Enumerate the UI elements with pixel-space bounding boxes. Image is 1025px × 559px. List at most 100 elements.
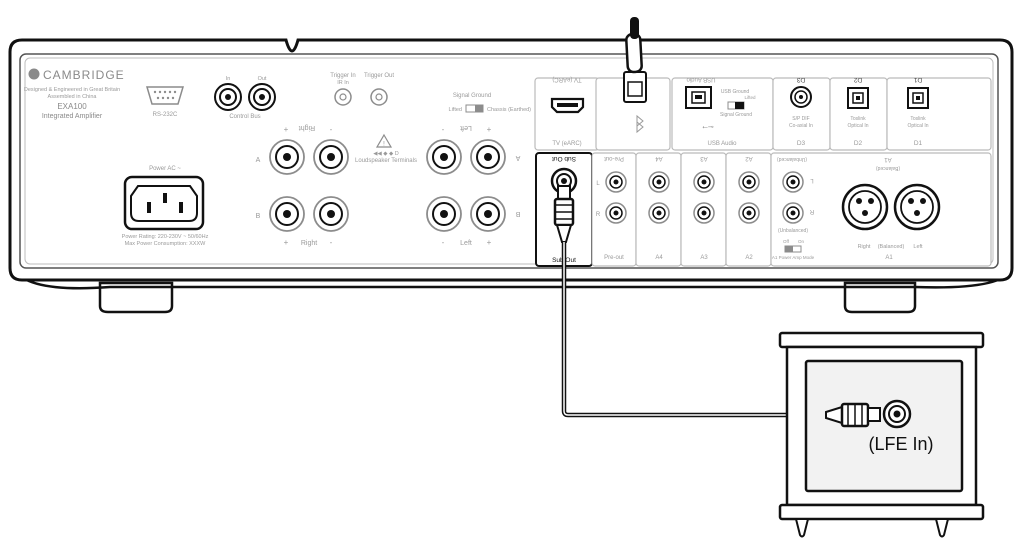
control-bus: In Out Control Bus — [214, 76, 276, 120]
a1-unbalanced-right-jack[interactable] — [782, 202, 804, 224]
loudspeaker-terminals-label: Loudspeaker Terminals — [355, 158, 417, 164]
d1-optical-port[interactable] — [907, 87, 929, 109]
usb-signal-ground-label: Signal Ground — [720, 112, 752, 118]
usb-ground-toggle[interactable] — [727, 101, 745, 110]
unbalanced-label: (Unbalanced) — [778, 228, 808, 234]
power-inlet-socket[interactable] — [123, 175, 205, 231]
d1-desc1: Toslink — [910, 116, 926, 122]
d3-label: D3 — [797, 140, 806, 147]
a3-label: A3 — [700, 255, 708, 261]
a4-label: A4 — [655, 255, 663, 261]
hdmi-label: TV (eARC) — [552, 141, 581, 147]
pre-out-left-jack[interactable] — [605, 171, 627, 193]
speaker-terminal-right-b-plus[interactable] — [269, 196, 305, 232]
bluetooth-icon — [636, 114, 644, 134]
a4-right-jack[interactable] — [648, 202, 670, 224]
speaker-b-left: B — [256, 213, 261, 220]
trigger-in-jack[interactable] — [334, 88, 352, 106]
control-bus-in-jack[interactable] — [214, 83, 242, 111]
hdmi-earc-port[interactable] — [550, 97, 585, 114]
a3-right-jack[interactable] — [693, 202, 715, 224]
brand-name: CAMBRIDGE — [43, 68, 125, 82]
trigger-out-jack[interactable] — [370, 88, 388, 106]
a4-left-jack[interactable] — [648, 171, 670, 193]
d3-label-top: D3 — [796, 76, 805, 83]
d3-desc2: Co-axial In — [789, 123, 813, 129]
a1-unbalanced-left-jack[interactable] — [782, 171, 804, 193]
d2-label-top: D2 — [853, 76, 862, 83]
analog-inputs-row: Sub Out Sub Out Pre-out L R Pre-out A4 — [535, 152, 992, 267]
pre-out-r: R — [596, 212, 601, 218]
left-plus-bottom: + — [487, 238, 492, 247]
rca-plug-sub-out[interactable] — [553, 185, 575, 243]
speaker-terminals: + Right - A B + Right - ! ◀◀ — [256, 124, 521, 247]
a2-label-top: A2 — [745, 155, 753, 161]
signal-ground-lifted: Lifted — [449, 107, 462, 113]
a1-xlr-left[interactable] — [893, 183, 941, 231]
digital-inputs-row: TV (eARC) TV (eARC) USB Audio USB Ground… — [534, 17, 992, 151]
d2-desc1: Toslink — [850, 116, 866, 122]
power-rating: Power Rating: 220-230V ~ 50/60Hz — [122, 234, 209, 240]
svg-text:!: ! — [383, 142, 385, 148]
speaker-terminal-left-b-minus[interactable] — [426, 196, 462, 232]
speaker-terminal-right-a-minus[interactable] — [313, 139, 349, 175]
speaker-terminal-left-a-minus[interactable] — [426, 139, 462, 175]
d1-desc2: Optical In — [907, 123, 928, 129]
a2-right-jack[interactable] — [738, 202, 760, 224]
a3-label-top: A3 — [700, 155, 708, 161]
a2-label: A2 — [745, 255, 753, 261]
pre-out-l: L — [596, 181, 600, 187]
power-amp-off: Off — [783, 239, 790, 244]
a1-xlr-right[interactable] — [841, 183, 889, 231]
d2-desc2: Optical In — [847, 123, 868, 129]
control-bus-out-jack[interactable] — [248, 83, 276, 111]
speaker-b-right: B — [515, 210, 520, 217]
left-label-bottom: Left — [460, 240, 472, 247]
speaker-terminal-right-b-minus[interactable] — [313, 196, 349, 232]
d2-optical-port[interactable] — [847, 87, 869, 109]
subwoofer-foot-right — [934, 518, 950, 538]
a1-l-label: L — [810, 177, 814, 183]
right-plus-bottom: + — [284, 238, 289, 247]
a4-label-top: A4 — [655, 155, 663, 161]
balanced-label-top: (Balanced) — [876, 165, 901, 171]
ir-in-label: IR In — [337, 80, 349, 86]
bluetooth-antenna[interactable] — [623, 17, 647, 103]
pre-out-right-jack[interactable] — [605, 202, 627, 224]
right-minus-bottom: - — [330, 238, 333, 247]
signal-ground-toggle[interactable] — [465, 104, 484, 113]
hdmi-label-top: TV (eARC) — [552, 76, 581, 82]
speaker-terminal-left-a-plus[interactable] — [470, 139, 506, 175]
speaker-terminal-left-b-plus[interactable] — [470, 196, 506, 232]
d3-coax-jack[interactable] — [790, 86, 812, 108]
xlr-left-label: Left — [913, 244, 923, 250]
a2-left-jack[interactable] — [738, 171, 760, 193]
control-bus-in-label: In — [226, 76, 231, 82]
warning-icon — [375, 133, 393, 148]
origin-line1: Designed & Engineered in Great Britain — [24, 87, 120, 93]
subwoofer-foot-left — [794, 518, 810, 538]
speaker-terminal-right-a-plus[interactable] — [269, 139, 305, 175]
usb-b-port[interactable] — [685, 86, 712, 109]
balanced-label: (Balanced) — [878, 244, 905, 250]
a1-r-label: R — [809, 208, 814, 214]
lfe-in-jack[interactable] — [882, 399, 912, 429]
left-minus-bottom: - — [442, 238, 445, 247]
signal-ground-switch: Signal Ground Lifted Chassis (Earthed) — [449, 93, 532, 113]
right-label-top: Right — [299, 124, 315, 131]
xlr-right-label: Right — [858, 244, 871, 250]
unbalanced-label-top: (Unbalanced) — [777, 156, 807, 162]
lfe-in-label: (LFE In) — [868, 434, 933, 454]
rs232-port[interactable]: RS-232C — [145, 86, 185, 118]
rca-plug-lfe-in[interactable] — [825, 402, 881, 428]
right-minus-top: - — [330, 125, 333, 134]
cambridge-logo-icon — [28, 68, 40, 80]
a3-left-jack[interactable] — [693, 171, 715, 193]
power-amp-mode-toggle[interactable] — [784, 245, 802, 253]
brand-block: CAMBRIDGE Designed & Engineered in Great… — [24, 68, 125, 120]
pre-out-label-top: Pre-out — [604, 155, 624, 161]
a1-label-top: A1 — [884, 156, 892, 162]
speaker-symbols: ◀◀ ◆ ◆ D — [373, 151, 399, 157]
